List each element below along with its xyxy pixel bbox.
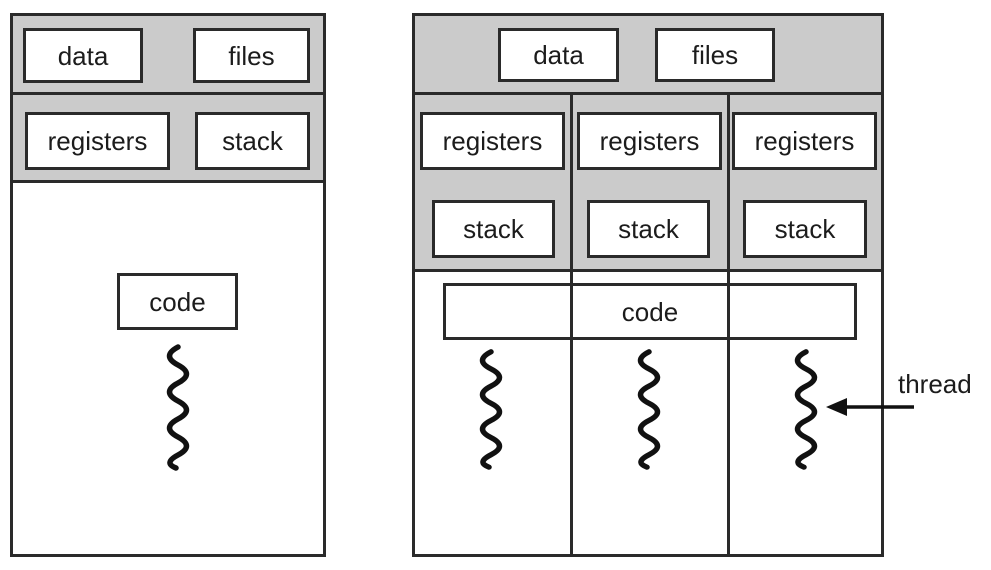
registers-label: registers: [442, 126, 543, 156]
registers-box-thread-3: registers: [732, 112, 877, 170]
stack-label: stack: [618, 214, 679, 244]
files-box: files: [193, 28, 310, 83]
files-label: files: [691, 40, 739, 70]
registers-label: registers: [47, 126, 148, 156]
thread-pointer-arrow-icon: [826, 398, 914, 416]
shared-resources-band: [415, 16, 881, 95]
code-box: code: [117, 273, 238, 330]
registers-box-thread-2: registers: [577, 112, 722, 170]
thread-squiggle-icon: [794, 349, 818, 470]
files-box: files: [655, 28, 775, 82]
thread-squiggle-icon: [166, 344, 190, 471]
thread-column-divider: [570, 95, 573, 554]
code-label: code: [621, 296, 679, 327]
data-box: data: [498, 28, 619, 82]
thread-squiggle-icon: [637, 349, 661, 470]
thread-squiggle-icon: [479, 349, 503, 470]
stack-label: stack: [222, 126, 283, 156]
data-box: data: [23, 28, 143, 83]
code-label: code: [149, 286, 206, 317]
registers-box: registers: [25, 112, 170, 170]
data-label: data: [533, 40, 584, 70]
multi-threaded-process-panel: data files registers registers registers…: [412, 13, 884, 557]
files-label: files: [228, 40, 275, 71]
stack-label: stack: [774, 214, 836, 244]
stack-box-thread-3: stack: [743, 200, 867, 258]
thread-label: thread: [898, 369, 972, 399]
registers-box-thread-1: registers: [420, 112, 565, 170]
data-label: data: [57, 40, 109, 71]
code-box: code: [443, 283, 857, 340]
stack-box-thread-1: stack: [432, 200, 555, 258]
registers-label: registers: [599, 126, 700, 156]
single-threaded-process-panel: data files registers stack code: [10, 13, 326, 557]
thread-column-divider: [727, 95, 730, 554]
registers-label: registers: [754, 126, 855, 156]
stack-box-thread-2: stack: [587, 200, 710, 258]
stack-box: stack: [195, 112, 310, 170]
stack-label: stack: [463, 214, 524, 244]
